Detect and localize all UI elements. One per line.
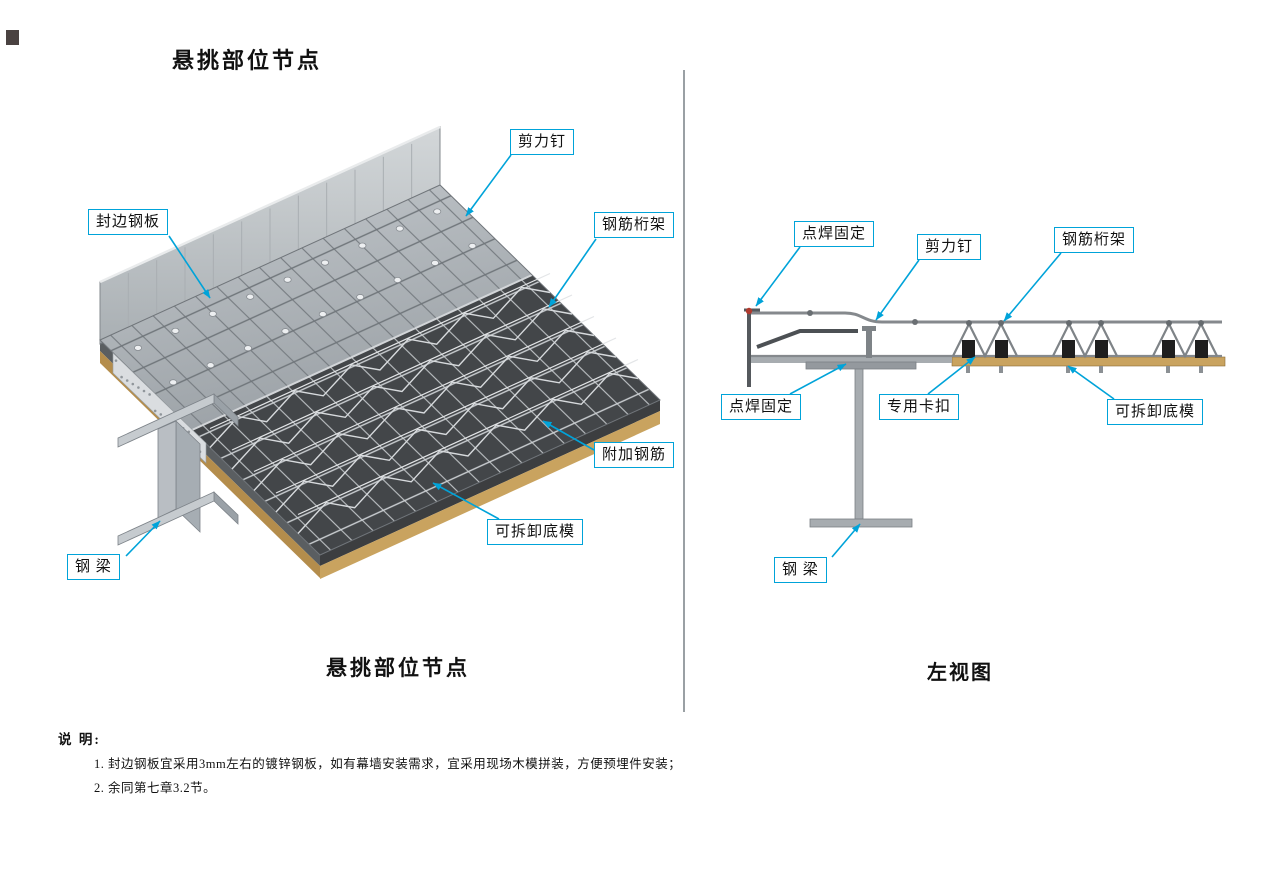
callout-additional-rebar: 附加钢筋 [594,442,675,469]
shear-studs-3d [133,208,477,386]
callout-spot-weld-bottom: 点焊固定 [721,394,802,421]
shear-stud-side-shaft [866,331,872,358]
side-view [744,307,1226,528]
shear-stud-side-head [862,326,876,331]
rebar-mesh-light [100,185,532,430]
callout-shear-stud-right: 剪力钉 [917,234,982,261]
wood-form-strip [951,356,1226,367]
callout-rebar-truss-right: 钢筋桁架 [1054,227,1135,254]
right-view-title: 左视图 [927,662,993,684]
rebar-trusses-3d [209,272,639,534]
spot-weld-dot [745,307,753,315]
note-line: 1. 封边钢板宜采用3mm左右的镀锌钢板，如有幕墙安装需求，宜采用现场木模拼装，… [94,757,682,771]
leader-lines [125,154,1115,558]
callout-steel-beam-right: 钢 梁 [774,557,827,584]
slab-edge-right [320,400,660,566]
steel-beam-3d [117,393,239,546]
view-divider [683,70,685,712]
callout-spot-weld-top: 点焊固定 [794,221,875,248]
callout-removable-form-right: 可拆卸底模 [1107,399,1204,426]
isometric-view [99,125,661,579]
beam-web [854,368,864,520]
wood-edge-right [320,411,660,579]
additional-rebar-side [756,329,858,349]
callout-removable-form-left: 可拆卸底模 [487,519,584,546]
callout-special-clip: 专用卡扣 [879,394,960,421]
note-line: 2. 余同第七章3.2节。 [94,781,217,795]
rebar-mesh-dark [192,275,660,555]
left-view-top-title: 悬挑部位节点 [172,48,323,73]
rebar-trusses-side [952,320,1218,373]
callout-edge-plate: 封边钢板 [88,209,169,236]
notes-heading: 说 明: [58,732,101,747]
beam-top-flange [805,361,917,370]
corner-mark [6,30,19,45]
callout-steel-beam-left: 钢 梁 [67,554,120,581]
truss-top-chord [748,311,1222,324]
beam-bottom-flange [809,518,913,528]
callout-shear-stud-left: 剪力钉 [510,129,575,156]
notes-block: 说 明: 1. 封边钢板宜采用3mm左右的镀锌钢板，如有幕墙安装需求，宜采用现场… [58,728,681,796]
deck-sheet-strip [750,357,952,363]
left-view-bottom-title: 悬挑部位节点 [326,656,470,680]
callout-rebar-truss-left: 钢筋桁架 [594,212,675,239]
